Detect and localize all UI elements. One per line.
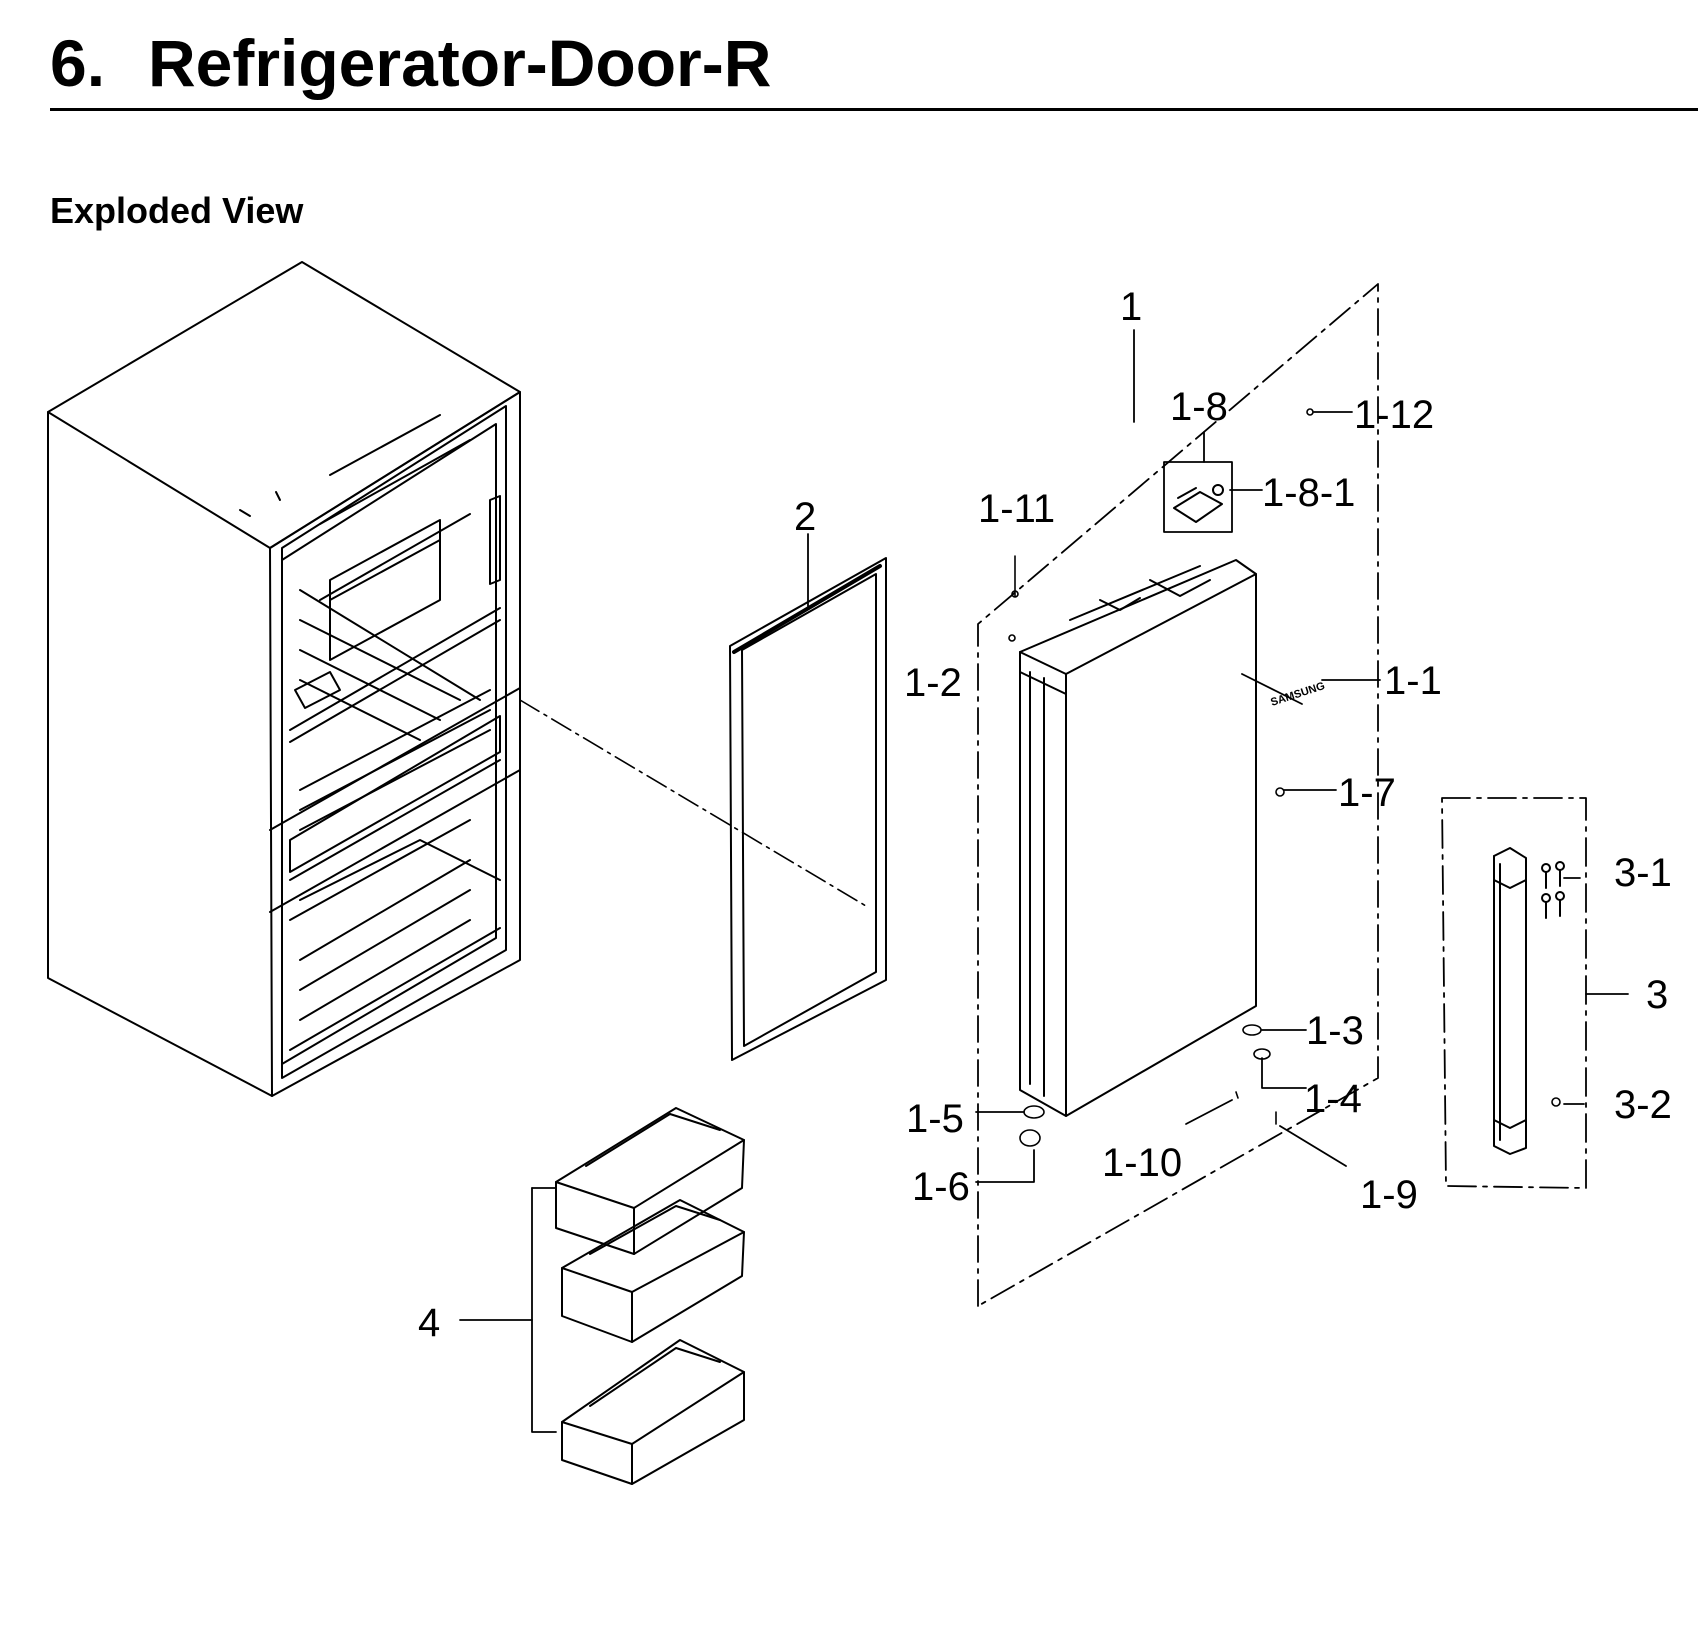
callout-2: 2 xyxy=(794,495,816,539)
door-guards xyxy=(555,1107,745,1485)
callout-4: 4 xyxy=(418,1301,440,1345)
callout-3-1: 3-1 xyxy=(1614,851,1672,895)
section-number: 6. xyxy=(50,26,106,100)
door-assembly-boundary xyxy=(977,283,1379,1307)
leader-lines xyxy=(459,329,1629,1433)
handle-box xyxy=(1441,797,1587,1189)
callout-1-7: 1-7 xyxy=(1338,771,1396,815)
callout-1-11: 1-11 xyxy=(978,487,1055,531)
page-header: 6.Refrigerator-Door-R xyxy=(50,30,1698,111)
callout-1-10: 1-10 xyxy=(1102,1141,1182,1185)
title-rule xyxy=(50,108,1698,111)
callout-1-8: 1-8 xyxy=(1170,385,1228,429)
callout-3-2: 3-2 xyxy=(1614,1083,1672,1127)
section-title: Refrigerator-Door-R xyxy=(148,26,772,100)
callout-1-6: 1-6 xyxy=(912,1165,970,1209)
callout-1-12: 1-12 xyxy=(1354,393,1434,437)
emblem-text: SAMSUNG xyxy=(1269,680,1326,709)
door-gasket xyxy=(729,557,887,1061)
callout-1-8-1: 1-8-1 xyxy=(1262,471,1355,515)
callout-1-5: 1-5 xyxy=(906,1097,964,1141)
callout-1-2: 1-2 xyxy=(904,661,962,705)
page-title: 6.Refrigerator-Door-R xyxy=(50,30,1698,96)
refrigerator-cabinet xyxy=(47,261,521,1097)
callout-1-9: 1-9 xyxy=(1360,1173,1418,1217)
handle-screws-icons xyxy=(1541,861,1565,919)
callout-3: 3 xyxy=(1646,973,1668,1017)
callout-1: 1 xyxy=(1120,285,1142,329)
callout-1-3: 1-3 xyxy=(1306,1009,1364,1053)
door-cover-box xyxy=(1163,461,1233,533)
small-parts xyxy=(1008,408,1561,1147)
projection-line-gasket xyxy=(519,699,867,907)
view-subtitle: Exploded View xyxy=(50,190,304,231)
refrigerator-door xyxy=(1019,559,1257,1117)
callout-1-4: 1-4 xyxy=(1304,1077,1362,1121)
callout-1-1: 1-1 xyxy=(1384,659,1442,703)
